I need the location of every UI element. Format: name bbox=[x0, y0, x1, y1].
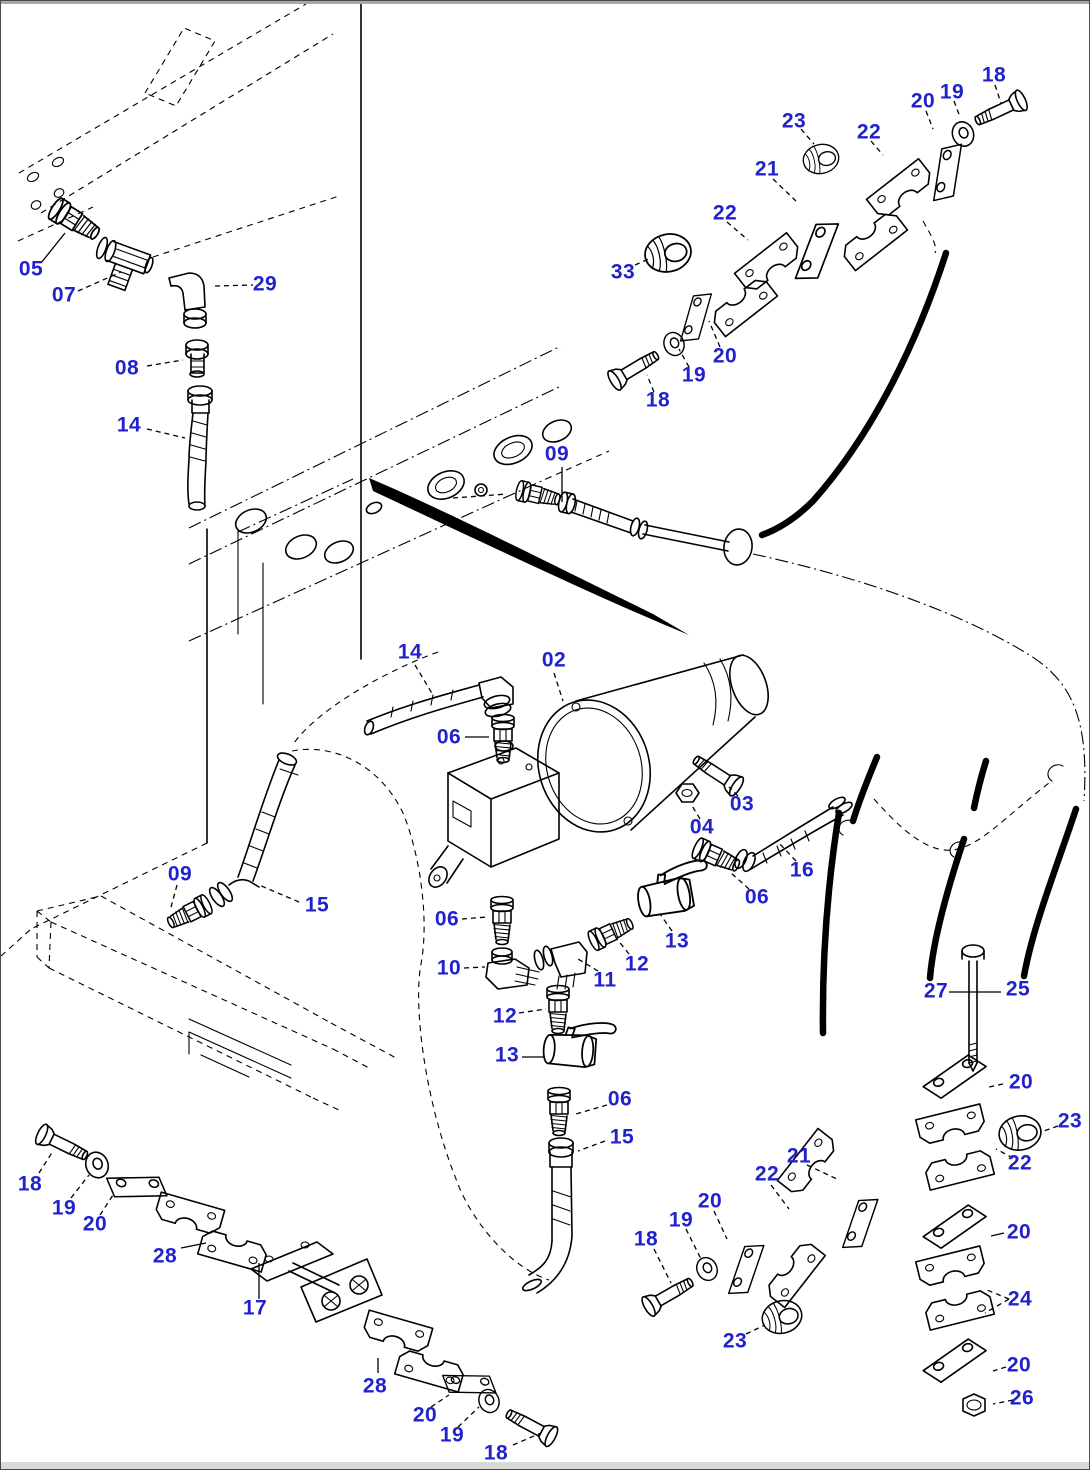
routed-hoses bbox=[369, 249, 1080, 1037]
part-callout-05[interactable]: 05 bbox=[18, 257, 44, 281]
part-callout-06[interactable]: 06 bbox=[607, 1087, 633, 1111]
part-callout-19[interactable]: 19 bbox=[439, 1423, 465, 1447]
part-callout-19[interactable]: 19 bbox=[668, 1208, 694, 1232]
part-callout-23[interactable]: 23 bbox=[1057, 1109, 1083, 1133]
part-callout-18[interactable]: 18 bbox=[633, 1227, 659, 1251]
part-callout-09[interactable]: 09 bbox=[544, 442, 570, 466]
part-callout-20[interactable]: 20 bbox=[697, 1189, 723, 1213]
part-callout-22[interactable]: 22 bbox=[754, 1162, 780, 1186]
part-callout-20[interactable]: 20 bbox=[82, 1212, 108, 1236]
part-callout-07[interactable]: 07 bbox=[51, 283, 77, 307]
callout-leader-lines bbox=[38, 84, 1059, 1446]
part-callout-23[interactable]: 23 bbox=[722, 1329, 748, 1353]
part-callout-09[interactable]: 09 bbox=[167, 862, 193, 886]
part-callout-18[interactable]: 18 bbox=[483, 1441, 509, 1465]
part-callout-06[interactable]: 06 bbox=[744, 885, 770, 909]
hose-14-mid-assembly bbox=[363, 676, 515, 764]
part-callout-12[interactable]: 12 bbox=[624, 952, 650, 976]
hose-clamp-column-right bbox=[914, 944, 1045, 1417]
part-callout-16[interactable]: 16 bbox=[789, 858, 815, 882]
part-callout-02[interactable]: 02 bbox=[541, 648, 567, 672]
fitting-group-top-left bbox=[45, 195, 213, 511]
part-callout-14[interactable]: 14 bbox=[397, 640, 423, 664]
part-callout-19[interactable]: 19 bbox=[51, 1196, 77, 1220]
part-callout-18[interactable]: 18 bbox=[981, 63, 1007, 87]
part-callout-18[interactable]: 18 bbox=[17, 1172, 43, 1196]
part-callout-20[interactable]: 20 bbox=[1006, 1220, 1032, 1244]
part-callout-20[interactable]: 20 bbox=[412, 1403, 438, 1427]
part-callout-21[interactable]: 21 bbox=[754, 157, 780, 181]
hose-16-assembly bbox=[632, 796, 853, 920]
part-callout-22[interactable]: 22 bbox=[1007, 1151, 1033, 1175]
part-callout-19[interactable]: 19 bbox=[681, 363, 707, 387]
machine-frame-outline bbox=[1, 2, 1086, 1281]
part-callout-13[interactable]: 13 bbox=[494, 1043, 520, 1067]
part-callout-21[interactable]: 21 bbox=[786, 1144, 812, 1168]
part-callout-22[interactable]: 22 bbox=[712, 201, 738, 225]
part-callout-03[interactable]: 03 bbox=[729, 792, 755, 816]
part-callout-06[interactable]: 06 bbox=[436, 725, 462, 749]
part-callout-13[interactable]: 13 bbox=[664, 929, 690, 953]
part-callout-18[interactable]: 18 bbox=[645, 388, 671, 412]
part-callout-29[interactable]: 29 bbox=[252, 272, 278, 296]
part-callout-19[interactable]: 19 bbox=[939, 80, 965, 104]
part-callout-24[interactable]: 24 bbox=[1007, 1287, 1033, 1311]
part-callout-04[interactable]: 04 bbox=[689, 815, 715, 839]
part-callout-20[interactable]: 20 bbox=[1008, 1070, 1034, 1094]
part-callout-28[interactable]: 28 bbox=[362, 1374, 388, 1398]
part-callout-17[interactable]: 17 bbox=[242, 1296, 268, 1320]
part-callout-20[interactable]: 20 bbox=[1006, 1353, 1032, 1377]
valve-fitting-chain bbox=[485, 895, 638, 1294]
hose-15-left-assembly bbox=[163, 752, 299, 934]
part-callout-08[interactable]: 08 bbox=[114, 356, 140, 380]
part-callout-14[interactable]: 14 bbox=[116, 413, 142, 437]
part-callout-22[interactable]: 22 bbox=[856, 120, 882, 144]
part-callout-23[interactable]: 23 bbox=[781, 109, 807, 133]
part-callout-12[interactable]: 12 bbox=[492, 1004, 518, 1028]
part-callout-20[interactable]: 20 bbox=[910, 89, 936, 113]
part-callout-20[interactable]: 20 bbox=[712, 344, 738, 368]
part-callout-10[interactable]: 10 bbox=[436, 956, 462, 980]
hose-09-assembly bbox=[513, 479, 753, 566]
part-callout-15[interactable]: 15 bbox=[609, 1125, 635, 1149]
part-callout-27[interactable]: 27 bbox=[923, 979, 949, 1003]
part-callout-15[interactable]: 15 bbox=[304, 893, 330, 917]
part-callout-06[interactable]: 06 bbox=[434, 907, 460, 931]
hose-clamp-group-bottom-left bbox=[32, 1121, 561, 1449]
part-callout-26[interactable]: 26 bbox=[1009, 1386, 1035, 1410]
part-callout-11[interactable]: 11 bbox=[593, 968, 617, 992]
part-callout-28[interactable]: 28 bbox=[152, 1244, 178, 1268]
screenshot-bottom-edge bbox=[1, 1462, 1089, 1469]
part-callout-33[interactable]: 33 bbox=[610, 260, 636, 284]
part-callout-25[interactable]: 25 bbox=[1005, 977, 1031, 1001]
screenshot-top-edge bbox=[1, 1, 1089, 4]
pump-motor-assembly bbox=[428, 654, 769, 888]
